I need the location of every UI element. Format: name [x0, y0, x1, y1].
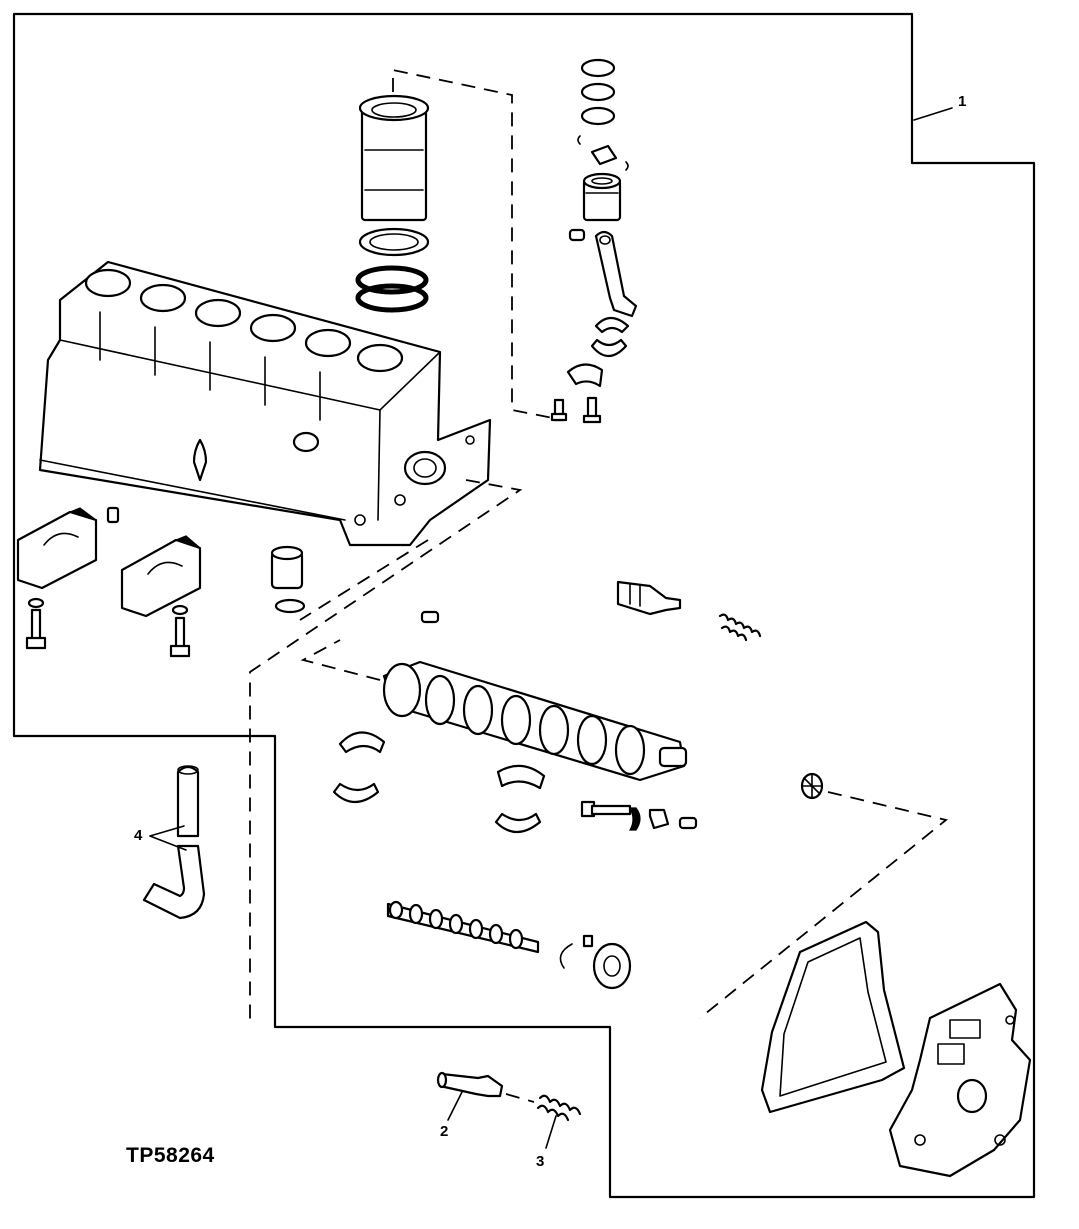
crankshaft: [382, 660, 688, 782]
leader-4: [149, 825, 187, 851]
oil-gallery-plug: [436, 1071, 504, 1098]
figure-id: TP58264: [126, 1144, 215, 1167]
rod-bearing-shells: [566, 316, 630, 388]
crank-gear: [800, 772, 824, 800]
leader-crank-upper: [300, 639, 381, 681]
front-plate-gasket: [760, 920, 906, 1114]
liner-o-rings: [355, 265, 429, 313]
liner-packing-ring: [358, 227, 430, 257]
plug-spring: [536, 1094, 582, 1122]
valve-spring: [718, 613, 762, 642]
leader-3: [545, 1115, 557, 1149]
callout-1: 1: [958, 93, 966, 110]
leader-plug-spring: [505, 1093, 535, 1103]
cylinder-liner: [358, 94, 430, 222]
oil-regulating-valve: [616, 580, 682, 616]
camshaft: [386, 900, 540, 954]
leader-crank-gear: [699, 791, 948, 1019]
leader-2: [447, 1091, 463, 1121]
camshaft-thrust-plate-and-gear: [559, 934, 632, 990]
piston-pin-and-retainers: [577, 135, 629, 171]
callout-4: 4: [134, 827, 143, 844]
piston: [582, 172, 622, 222]
kit-boundary-outline: [12, 12, 1036, 1199]
water-bypass-tube: [142, 765, 206, 920]
leader-1: [913, 107, 953, 121]
crankshaft-thrust-washers-and-bolt: [580, 800, 698, 831]
piston-rings: [580, 58, 616, 126]
main-bearing-washers-and-bolts: [25, 506, 191, 658]
crankshaft-dowel-pin: [420, 610, 440, 624]
crankshaft-bearing-shells: [332, 731, 546, 834]
engine-front-plate: [888, 982, 1032, 1178]
cylinder-block: [38, 260, 492, 547]
rod-bolts: [550, 396, 602, 424]
main-bearing-cap-left: [16, 507, 98, 590]
main-bearing-cap-right: [120, 535, 202, 618]
callout-3: 3: [536, 1153, 544, 1170]
plug-and-o-ring: [270, 545, 306, 614]
callout-2: 2: [440, 1123, 448, 1140]
leader-liner-piston: [392, 68, 554, 419]
leader-block-lower: [249, 479, 523, 1027]
connecting-rod: [568, 228, 638, 318]
leader-block-mid: [299, 539, 429, 621]
